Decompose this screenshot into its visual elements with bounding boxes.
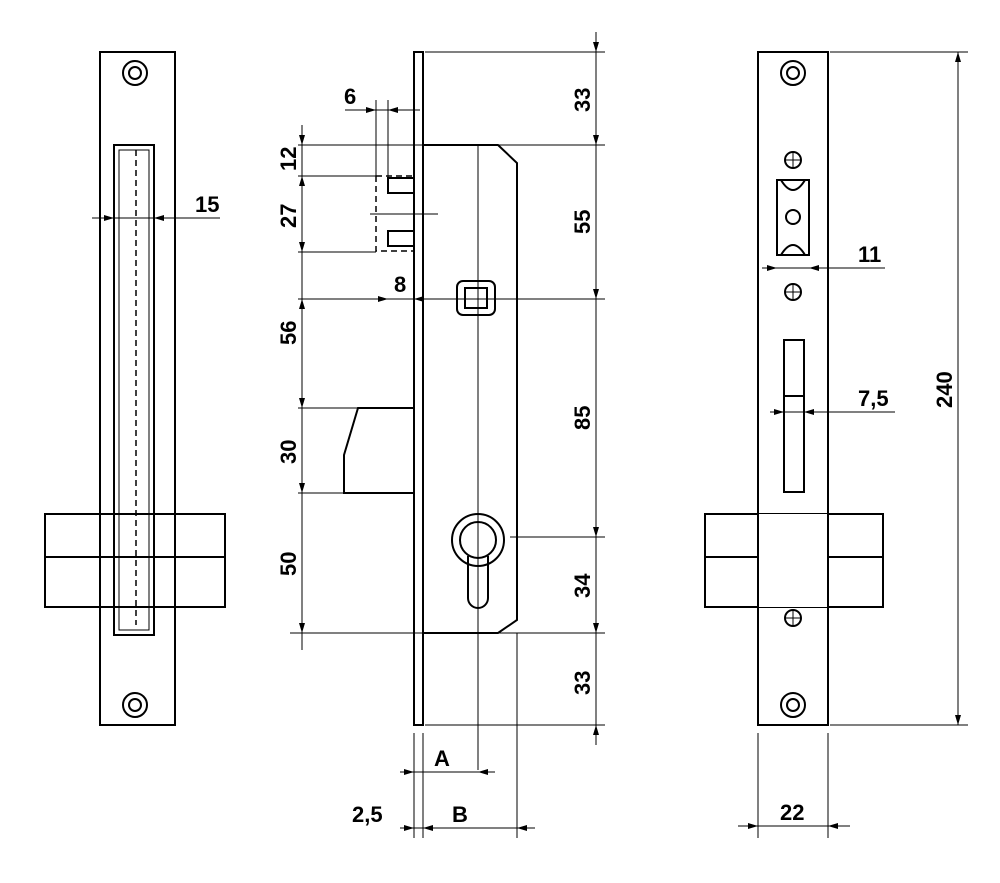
dim-56-label: 56 [276,321,301,345]
right-bottom-screw-hole-icon [780,692,806,718]
arr-56-top [299,299,305,309]
dim-11-label: 11 [858,242,881,267]
right-latch-hole-icon [785,209,801,225]
arr-8-left [378,296,388,302]
dim-85-label: 85 [570,406,595,430]
arr-55-bottom [593,289,599,299]
arr-22-right [828,823,838,829]
dim-50-label: 50 [276,552,301,576]
arr-6-left [366,107,376,113]
right-latch-window [776,179,810,256]
arr-34-bottom [593,623,599,633]
arr-11-right [809,265,819,271]
arr-8-right [414,296,424,302]
dim-b-label: B [452,802,468,827]
left-bottom-screw-hole-icon [122,692,148,718]
left-view: 15 [44,51,226,726]
side-latch-lower [387,230,415,247]
arr-12-bottom [299,176,305,186]
side-spindle-square-icon [464,287,488,309]
arr-11-left [767,265,777,271]
right-deadbolt-slot [783,339,805,493]
dim-33-top-label: 33 [570,88,595,112]
left-top-screw-hole-inner [128,66,142,80]
arr-33bot-bottom [593,725,599,735]
dim-34-label: 34 [570,573,595,598]
dim-22-label: 22 [780,800,804,825]
arr-6-right [388,107,398,113]
side-spindle-outer [456,280,496,316]
dim-15-arrow-right [154,215,164,221]
right-bottom-screw-hole-inner [786,698,800,712]
arr-7-5-left [774,409,784,415]
dim-15-arrow-left [104,215,114,221]
right-faceplate [757,51,829,726]
dim-7-5-label: 7,5 [858,386,889,411]
side-faceplate [413,51,424,726]
dim-55-label: 55 [570,210,595,234]
dim-2-5-label: 2,5 [352,802,383,827]
dim-240-label: 240 [932,371,957,408]
arr-a-right [478,769,488,775]
right-top-screw-hole-inner [786,66,800,80]
left-faceplate [99,51,176,726]
arr-27-bottom [299,242,305,252]
left-cylinder-block [44,513,226,608]
arr-30-bottom [299,483,305,493]
arr-22-left [748,823,758,829]
dim-27-label: 27 [276,204,301,228]
left-bottom-screw-hole-inner [128,698,142,712]
left-top-screw-hole-icon [122,60,148,86]
side-view: 12 27 56 30 50 33 55 85 34 33 6 8 [276,32,605,838]
dim-8-label: 8 [394,272,406,297]
arr-240-bottom [955,715,961,725]
arr-12-top [299,135,305,145]
arr-b-left [423,825,433,831]
dim-6-label: 6 [344,84,356,109]
arr-50-bottom [299,623,305,633]
right-top-screw-hole-icon [780,60,806,86]
arr-56-bottom [299,398,305,408]
left-strike-channel [113,144,155,636]
dim-30-label: 30 [276,440,301,464]
right-screw-cross-2-icon [784,283,802,301]
side-latch-upper [387,177,415,194]
arr-b-right [517,825,527,831]
dim-a-label: A [434,746,450,771]
arr-a-left [404,769,414,775]
right-cylinder-plate-cover [758,514,828,607]
arr-85-bottom [593,527,599,537]
arr-240-top [955,52,961,62]
arr-33top-bottom [593,135,599,145]
right-screw-cross-4-icon [784,609,802,627]
arr-7-5-right [804,409,814,415]
dim-12-label: 12 [276,147,301,171]
dim-15-label: 15 [195,192,219,217]
left-strike-channel-inner [118,149,150,631]
side-case-outline [423,144,518,634]
right-view: 11 7,5 240 22 [704,51,968,838]
arr-25-right [404,825,414,831]
side-deadbolt [343,407,415,494]
right-screw-cross-1-icon [784,151,802,169]
dim-33-bottom-label: 33 [570,671,595,695]
arr-33top-top [593,42,599,52]
